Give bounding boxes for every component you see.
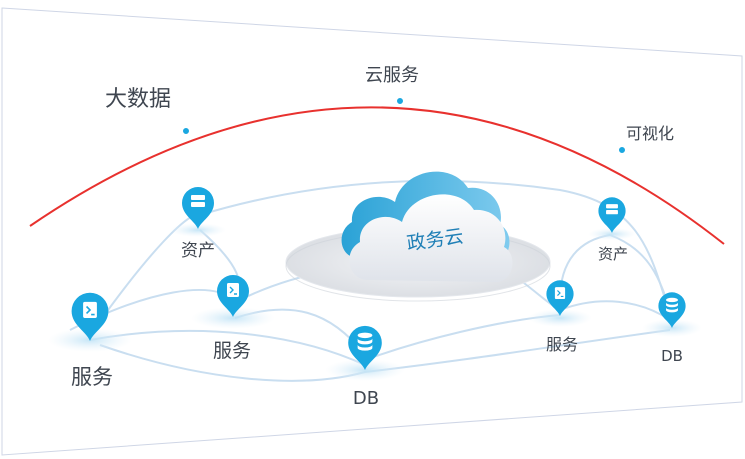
database-icon-body: [357, 338, 373, 351]
pin-db-right: [658, 292, 686, 328]
server-icon-lower: [606, 210, 618, 215]
halo-service-mid-left: [191, 307, 275, 329]
pin-service-mid-left: [217, 275, 249, 317]
pin-service-far-left: [71, 292, 109, 341]
link-7: [559, 300, 671, 321]
node-label-service-right: 服务: [546, 335, 578, 354]
node-label-asset-left: 资产: [181, 241, 215, 261]
arc-label-cloud-service: 云服务: [365, 65, 419, 86]
node-label-db-right: DB: [661, 347, 683, 365]
arc-label-big-data: 大数据: [105, 87, 171, 112]
terminal-prompt: [229, 286, 237, 295]
map-pin-icon: [598, 197, 626, 233]
server-icon: [191, 195, 205, 200]
arc-dot-big-data: [182, 127, 190, 135]
cloud-front: [349, 194, 513, 282]
link-2: [199, 179, 671, 316]
server-icon-lower: [191, 202, 205, 207]
node-label-db-center: DB: [353, 388, 379, 409]
red-arc: [29, 106, 725, 245]
halo-asset-right: [588, 228, 636, 240]
arc-label-visualization: 可视化: [626, 124, 674, 143]
node-label-asset-right: 资产: [598, 245, 628, 263]
node-label-service-mid-left: 服务: [213, 340, 251, 362]
server-icon: [606, 204, 618, 209]
pin-db-center: [348, 325, 382, 370]
map-pin-icon: [182, 187, 214, 229]
arc-dot-visualization: [618, 146, 626, 154]
terminal-prompt: [85, 305, 95, 316]
database-icon: [666, 297, 678, 303]
pin-asset-left: [182, 187, 214, 229]
database-icon: [357, 332, 373, 339]
arc-dot-cloud-service: [396, 97, 404, 105]
link-3: [89, 329, 366, 366]
database-icon-body: [666, 302, 678, 313]
node-label-service-far-left: 服务: [71, 365, 113, 389]
government-cloud: 政务云: [285, 171, 551, 302]
halo-asset-left: [170, 223, 226, 237]
halo-db-right: [642, 319, 702, 337]
pin-service-right: [546, 280, 574, 316]
halo-service-right: [528, 309, 592, 327]
pin-asset-right: [598, 197, 626, 233]
terminal-prompt: [557, 290, 564, 298]
